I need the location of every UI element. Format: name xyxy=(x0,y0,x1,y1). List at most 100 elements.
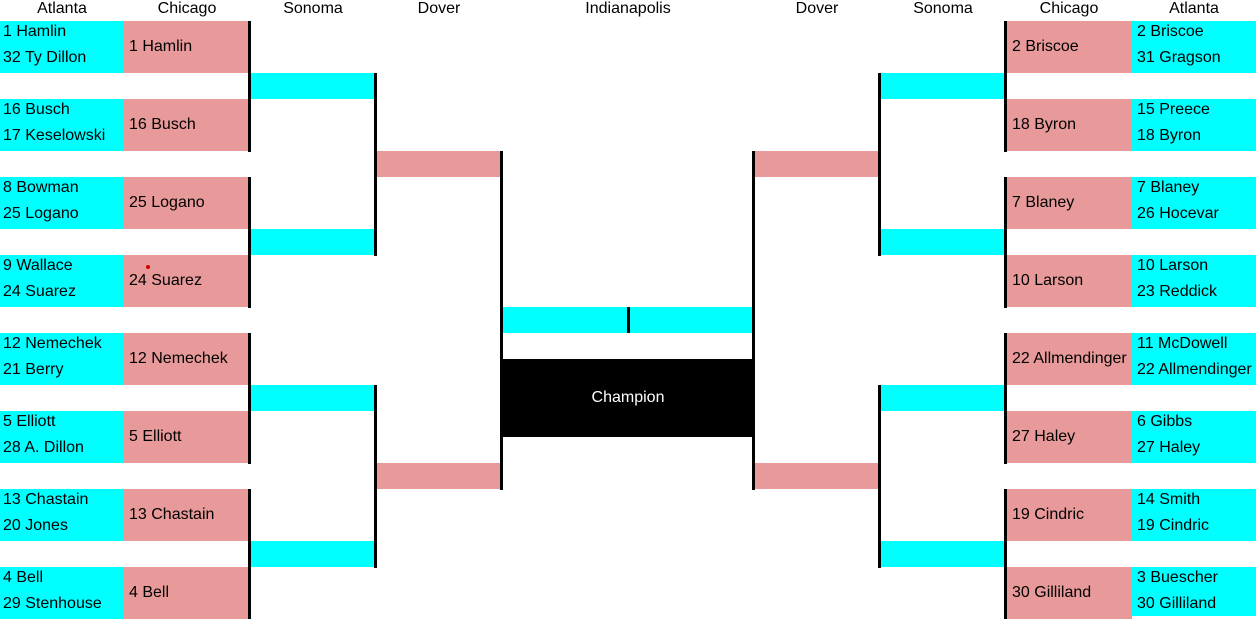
header-indianapolis: Indianapolis xyxy=(585,0,671,17)
driver-name: 2 Briscoe xyxy=(1012,38,1079,55)
driver-name: 27 Haley xyxy=(1012,428,1076,445)
matchup-left-6: 5 Elliott 28 A. Dillon xyxy=(0,411,124,463)
right-sonoma-slot-3 xyxy=(881,385,1004,411)
matchup-left-2: 16 Busch 17 Keselowski xyxy=(0,99,124,151)
driver-name: 14 Smith xyxy=(1137,491,1201,508)
header-left-dover: Dover xyxy=(417,0,461,17)
driver-name: 28 A. Dillon xyxy=(3,439,84,456)
left-chicago-slot-6: 5 Elliott xyxy=(124,411,248,463)
left-sonoma-slot-1 xyxy=(251,73,374,99)
driver-name: 6 Gibbs xyxy=(1137,413,1193,430)
driver-name: 19 Cindric xyxy=(1012,506,1085,523)
driver-name: 27 Haley xyxy=(1137,439,1201,456)
header-right-sonoma: Sonoma xyxy=(913,0,973,17)
driver-name: 17 Keselowski xyxy=(3,127,106,144)
left-chicago-slot-7: 13 Chastain xyxy=(124,489,248,541)
matchup-right-3: 7 Blaney 26 Hocevar xyxy=(1132,177,1256,229)
left-chicago-slot-2: 16 Busch xyxy=(124,99,248,151)
driver-name: 25 Logano xyxy=(129,194,205,211)
left-chicago-slot-4: 24 Suarez xyxy=(124,255,248,307)
header-right-atlanta: Atlanta xyxy=(1169,0,1219,17)
driver-name: 16 Busch xyxy=(3,101,70,118)
bracket-line xyxy=(248,333,251,464)
bracket-line xyxy=(1004,489,1007,619)
driver-name: 9 Wallace xyxy=(3,257,73,274)
driver-name: 23 Reddick xyxy=(1137,283,1218,300)
driver-name: 30 Gilliland xyxy=(1137,595,1217,612)
bracket-line xyxy=(248,21,251,152)
driver-name: 30 Gilliland xyxy=(1012,584,1092,601)
driver-name: 19 Cindric xyxy=(1137,517,1210,534)
matchup-left-8: 4 Bell 29 Stenhouse xyxy=(0,567,124,619)
right-chicago-slot-3: 7 Blaney xyxy=(1007,177,1132,229)
driver-name: 7 Blaney xyxy=(1012,194,1075,211)
driver-name: 13 Chastain xyxy=(3,491,89,508)
bracket-line xyxy=(374,385,377,568)
matchup-right-4: 10 Larson 23 Reddick xyxy=(1132,255,1256,307)
driver-name: 2 Briscoe xyxy=(1137,23,1204,40)
driver-name: 5 Elliott xyxy=(3,413,56,430)
left-sonoma-slot-4 xyxy=(251,541,374,567)
driver-name: 10 Larson xyxy=(1137,257,1209,274)
driver-name: 29 Stenhouse xyxy=(3,595,102,612)
driver-name: 5 Elliott xyxy=(129,428,182,445)
header-left-atlanta: Atlanta xyxy=(37,0,87,17)
right-chicago-slot-7: 19 Cindric xyxy=(1007,489,1132,541)
driver-name: 13 Chastain xyxy=(129,506,215,523)
header-left-chicago: Chicago xyxy=(157,0,217,17)
matchup-left-1: 1 Hamlin 32 Ty Dillon xyxy=(0,21,124,73)
driver-name: 24 Suarez xyxy=(3,283,76,300)
driver-name: 22 Allmendinger xyxy=(1012,350,1127,367)
matchup-left-5: 12 Nemechek 21 Berry xyxy=(0,333,124,385)
bracket-line xyxy=(627,307,630,333)
driver-name: 8 Bowman xyxy=(3,179,79,196)
left-dover-slot-1 xyxy=(377,151,500,177)
matchup-right-5: 11 McDowell 22 Allmendinger xyxy=(1132,333,1256,385)
bracket-line xyxy=(878,73,881,256)
left-chicago-slot-1: 1 Hamlin xyxy=(124,21,248,73)
bracket-line xyxy=(500,151,503,490)
matchup-right-1: 2 Briscoe 31 Gragson xyxy=(1132,21,1256,73)
driver-name: 12 Nemechek xyxy=(3,335,102,352)
bracket-line xyxy=(752,151,755,490)
right-chicago-slot-6: 27 Haley xyxy=(1007,411,1132,463)
right-dover-slot-1 xyxy=(755,151,878,177)
right-chicago-slot-5: 22 Allmendinger xyxy=(1007,333,1132,385)
driver-name: 15 Preece xyxy=(1137,101,1210,118)
bracket-line xyxy=(1004,333,1007,464)
matchup-left-3: 8 Bowman 25 Logano xyxy=(0,177,124,229)
right-chicago-slot-1: 2 Briscoe xyxy=(1007,21,1132,73)
driver-name: 12 Nemechek xyxy=(129,350,228,367)
driver-name: 21 Berry xyxy=(3,361,64,378)
driver-name: 22 Allmendinger xyxy=(1137,361,1252,378)
driver-name: 7 Blaney xyxy=(1137,179,1200,196)
left-chicago-slot-5: 12 Nemechek xyxy=(124,333,248,385)
right-chicago-slot-4: 10 Larson xyxy=(1007,255,1132,307)
driver-name: 20 Jones xyxy=(3,517,68,534)
right-sonoma-slot-4 xyxy=(881,541,1004,567)
left-chicago-slot-8: 4 Bell xyxy=(124,567,248,619)
marker-dot xyxy=(146,265,150,269)
left-sonoma-slot-3 xyxy=(251,385,374,411)
bracket-line xyxy=(374,73,377,256)
matchup-left-7: 13 Chastain 20 Jones xyxy=(0,489,124,541)
left-sonoma-slot-2 xyxy=(251,229,374,255)
driver-name: 16 Busch xyxy=(129,116,196,133)
driver-name: 3 Buescher xyxy=(1137,569,1218,586)
bracket-line xyxy=(1004,21,1007,152)
champion-box: Champion xyxy=(503,359,753,437)
header-right-chicago: Chicago xyxy=(1039,0,1099,17)
right-sonoma-slot-2 xyxy=(881,229,1004,255)
driver-name: 1 Hamlin xyxy=(129,38,193,55)
driver-name: 11 McDowell xyxy=(1137,335,1228,352)
matchup-left-4: 9 Wallace 24 Suarez xyxy=(0,255,124,307)
driver-name: 4 Bell xyxy=(3,569,44,586)
bracket-line xyxy=(878,385,881,568)
bracket-line xyxy=(248,177,251,308)
left-chicago-slot-3: 25 Logano xyxy=(124,177,248,229)
right-chicago-slot-8: 30 Gilliland xyxy=(1007,567,1132,619)
driver-name: 25 Logano xyxy=(3,205,79,222)
final-slot-right xyxy=(630,307,752,333)
final-slot-left xyxy=(503,307,627,333)
matchup-right-7: 14 Smith 19 Cindric xyxy=(1132,489,1256,541)
